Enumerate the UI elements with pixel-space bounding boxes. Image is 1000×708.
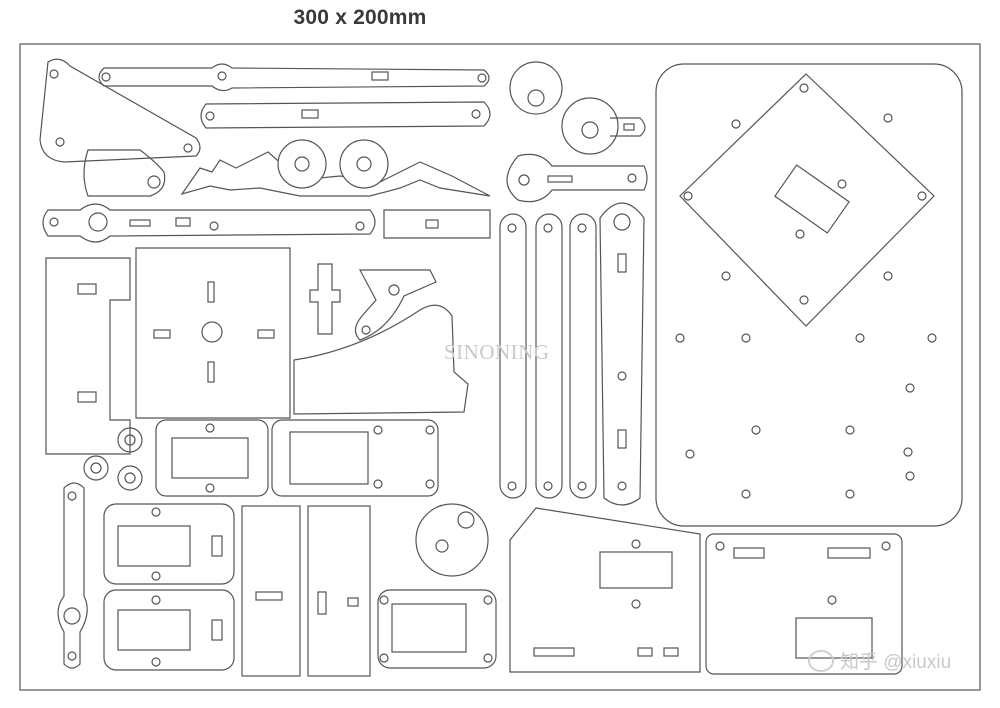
watermark-text: SINONING bbox=[444, 340, 550, 364]
part-servo-mount-2 bbox=[271, 419, 439, 497]
part-washer-2 bbox=[83, 455, 109, 481]
part-link-top-1 bbox=[98, 63, 490, 92]
sheet-border bbox=[19, 43, 981, 691]
part-hook bbox=[354, 269, 437, 341]
part-small-link bbox=[57, 482, 88, 669]
part-board-plate-2 bbox=[705, 533, 903, 675]
part-side-frame bbox=[45, 257, 131, 455]
part-servo-mount-1 bbox=[155, 419, 269, 497]
part-gear-1 bbox=[277, 139, 327, 189]
part-claw bbox=[83, 149, 166, 197]
part-center-frame bbox=[135, 247, 291, 419]
part-washer-1 bbox=[117, 427, 143, 453]
part-side-bracket-2 bbox=[307, 505, 371, 677]
part-washer-3 bbox=[117, 465, 143, 491]
account-watermark: 知乎 @xiuxiu bbox=[808, 647, 951, 674]
part-shaped-base bbox=[293, 304, 469, 415]
part-link-top-2 bbox=[200, 101, 491, 129]
part-vertical-link-2 bbox=[535, 213, 563, 499]
part-diamond-plate bbox=[679, 73, 935, 327]
part-gear-3 bbox=[509, 61, 563, 115]
part-vertical-arm bbox=[599, 202, 645, 506]
part-servo-mount-5 bbox=[377, 589, 497, 669]
part-servo-mount-4 bbox=[103, 589, 235, 671]
part-gear-4 bbox=[561, 97, 646, 155]
sheet-title: 300 x 200mm bbox=[293, 6, 427, 29]
part-vertical-link-3 bbox=[569, 213, 597, 499]
part-cross-bracket bbox=[309, 263, 341, 335]
account-label: 知乎 @xiuxiu bbox=[840, 652, 952, 673]
part-servo-arm bbox=[42, 203, 376, 243]
part-triangle-bracket bbox=[39, 58, 201, 163]
part-small-bracket bbox=[383, 209, 491, 239]
part-arm-slot bbox=[506, 153, 648, 203]
part-vertical-link-1 bbox=[499, 213, 527, 499]
chat-bubble-icon bbox=[808, 649, 834, 672]
part-gear-2 bbox=[339, 139, 389, 189]
part-board-plate-1 bbox=[509, 507, 701, 673]
part-side-bracket-1 bbox=[241, 505, 301, 677]
part-gear-5 bbox=[415, 503, 489, 577]
part-base-plate bbox=[655, 63, 963, 527]
part-gripper-strip bbox=[180, 151, 491, 197]
part-servo-mount-3 bbox=[103, 503, 235, 585]
